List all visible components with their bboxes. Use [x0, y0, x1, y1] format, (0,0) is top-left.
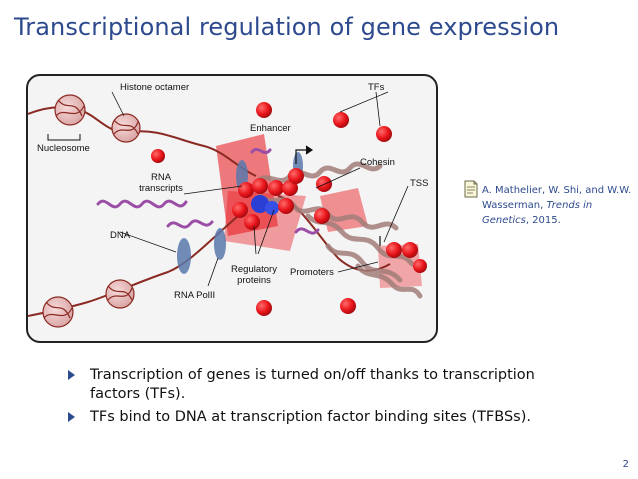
label-promoters: Promoters — [290, 267, 334, 278]
leader-lines — [111, 91, 409, 287]
slide-title: Transcriptional regulation of gene expre… — [14, 13, 560, 41]
bullet-item: TFs bind to DNA at transcription factor … — [66, 408, 586, 427]
bullet-list: Transcription of genes is turned on/off … — [66, 366, 586, 431]
nucleosome-bracket — [47, 134, 81, 141]
nucleosomes — [42, 94, 141, 328]
page-number: 2 — [622, 459, 629, 470]
figure-illustration — [28, 91, 427, 328]
citation-authors: A. Mathelier, W. Shi, and W.W. Wasserman… — [482, 185, 632, 211]
label-regulatory-proteins: Regulatory proteins — [231, 264, 277, 286]
citation-journal: Trends in Genetics — [482, 200, 593, 226]
citation-year: , 2015. — [525, 215, 561, 226]
label-rna-transcripts: RNA transcripts — [139, 172, 183, 194]
reference-note-icon[interactable] — [464, 180, 478, 198]
bullet-triangle-icon — [68, 370, 75, 380]
bullet-text: Transcription of genes is turned on/off … — [90, 367, 535, 402]
label-tfs: TFs — [368, 82, 385, 93]
cohesin-complex — [251, 195, 279, 215]
bullet-item: Transcription of genes is turned on/off … — [66, 366, 586, 404]
label-histone-octamer: Histone octamer — [120, 82, 190, 93]
bullet-triangle-icon — [68, 412, 75, 422]
label-tss: TSS — [410, 178, 429, 189]
free-tfs — [151, 102, 392, 316]
label-enhancer: Enhancer — [250, 123, 291, 134]
citation: A. Mathelier, W. Shi, and W.W. Wasserman… — [482, 183, 632, 228]
bound-tfs — [232, 168, 427, 273]
tss-arrows — [295, 145, 381, 246]
gene-regulation-figure: Histone octamer TFs Enhancer Nucleosome … — [26, 74, 438, 343]
label-dna: DNA — [110, 230, 131, 241]
rna-transcripts — [96, 147, 320, 235]
label-rna-polii: RNA PolII — [174, 290, 216, 301]
label-nucleosome: Nucleosome — [37, 143, 90, 154]
bullet-text: TFs bind to DNA at transcription factor … — [90, 409, 531, 425]
label-cohesin: Cohesin — [360, 157, 395, 168]
